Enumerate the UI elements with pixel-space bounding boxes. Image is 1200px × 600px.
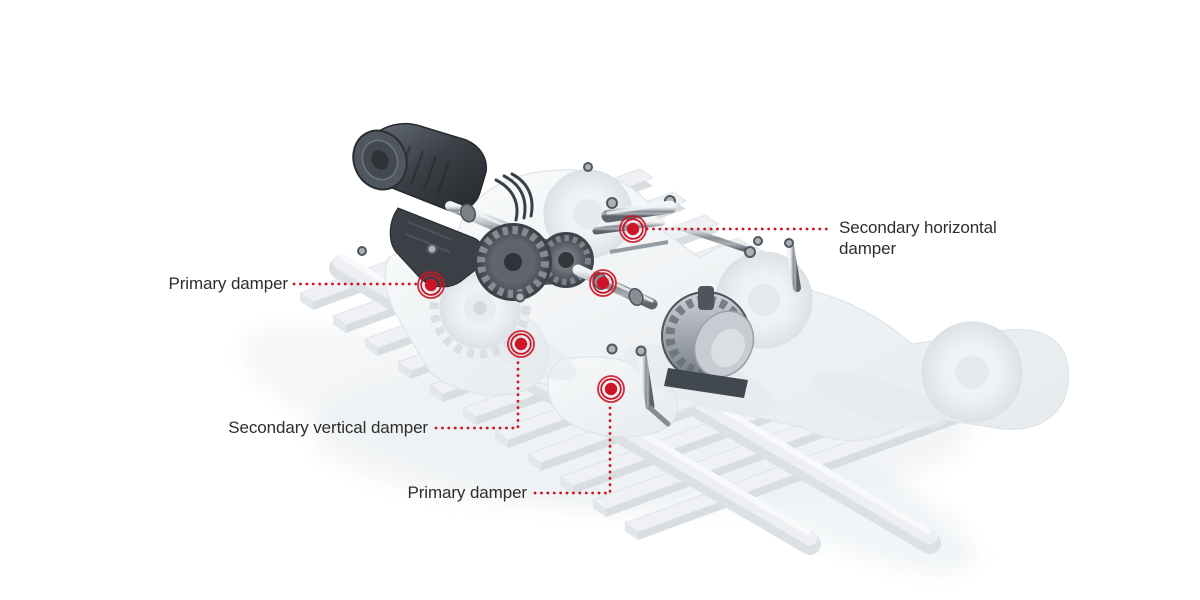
- wheel-near-right: [921, 321, 1023, 423]
- hotspots-layer: [292, 215, 832, 495]
- secondary-vertical-damper-leader: [434, 356, 520, 430]
- label-primary-damper-left: Primary damper: [168, 274, 288, 293]
- primary-damper-left-marker[interactable]: [417, 271, 445, 299]
- label-secondary-horizontal-damper: Secondary horizontal damper: [839, 218, 997, 258]
- secondary-horizontal-damper-marker[interactable]: [619, 215, 647, 243]
- traction-motor: [352, 122, 488, 212]
- secondary-horizontal-damper-assembly: [592, 195, 756, 261]
- secondary-vertical-damper-part: [514, 291, 526, 345]
- primary-damper-bottom-leader: [533, 401, 612, 495]
- label-secondary-vertical-damper: Secondary vertical damper: [228, 418, 428, 437]
- dampers: [357, 162, 801, 427]
- axle-gearbox-rear: [661, 286, 755, 398]
- power-cables: [494, 172, 534, 222]
- far-left-damper-part: [357, 246, 367, 298]
- right-vertical-dampers: [753, 236, 801, 292]
- frame-top-damper-part: [583, 162, 593, 206]
- label-primary-damper-bottom: Primary damper: [407, 483, 527, 502]
- drivetrain: [352, 122, 755, 398]
- cardan-shaft-hotspot-marker[interactable]: [589, 269, 617, 297]
- secondary-vertical-damper-marker[interactable]: [507, 330, 535, 358]
- primary-damper-bottom-marker[interactable]: [597, 375, 625, 403]
- axle-gearbox-front: [474, 223, 594, 301]
